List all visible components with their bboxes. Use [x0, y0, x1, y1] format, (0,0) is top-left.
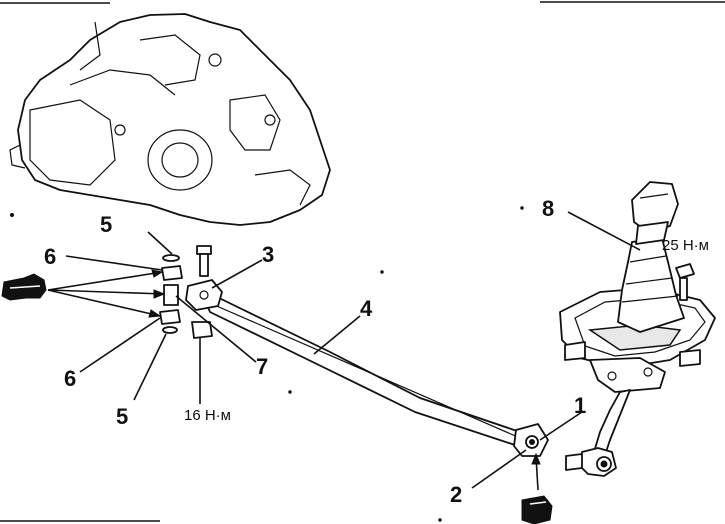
transmission-housing — [9, 13, 331, 226]
leader-4 — [313, 315, 361, 355]
stray-dot — [438, 518, 442, 522]
front-clevis — [185, 279, 223, 311]
stray-dot — [288, 390, 292, 394]
leader-1 — [539, 411, 583, 441]
callout-4: 4 — [360, 296, 373, 321]
washer-top — [162, 254, 180, 262]
hand-pointer-icon — [1, 273, 47, 301]
shift-lever-assembly — [559, 181, 716, 477]
callout-1: 1 — [574, 393, 586, 418]
torque-label-linkage: 16 Н·м — [184, 407, 231, 424]
rear-joint — [513, 423, 549, 457]
hand-pointer-icon — [521, 452, 553, 524]
callout-2: 2 — [450, 482, 462, 507]
callout-7: 7 — [256, 354, 268, 379]
clevis-bolt — [196, 245, 212, 277]
leader-2 — [471, 449, 527, 489]
washer-bottom — [162, 326, 178, 334]
bushing-top — [161, 265, 183, 281]
stray-dot — [520, 206, 524, 210]
stray-dot — [380, 270, 384, 274]
leader-6-bottom — [79, 317, 161, 373]
clevis-nut — [191, 321, 213, 339]
leader-6-top — [65, 255, 163, 271]
leader-5-top — [147, 231, 173, 255]
callout-5-top: 5 — [100, 212, 112, 237]
callout-5-bottom: 5 — [116, 404, 128, 429]
leader-7 — [175, 295, 257, 363]
callout-6-bottom: 6 — [64, 366, 76, 391]
callout-8: 8 — [542, 196, 554, 221]
stray-dot — [10, 213, 14, 217]
callout-6-top: 6 — [44, 244, 56, 269]
leader-5-bottom — [133, 333, 167, 401]
sleeve — [163, 284, 179, 306]
pointer-arrows-left — [47, 269, 166, 318]
leader-8 — [567, 211, 641, 251]
leader-3 — [211, 259, 263, 289]
torque-label-lever: 25 Н·м — [662, 237, 709, 254]
bushing-bottom — [159, 309, 181, 325]
callout-3: 3 — [262, 242, 274, 267]
bushing-stack — [159, 254, 183, 334]
lever-bolt — [675, 263, 695, 301]
